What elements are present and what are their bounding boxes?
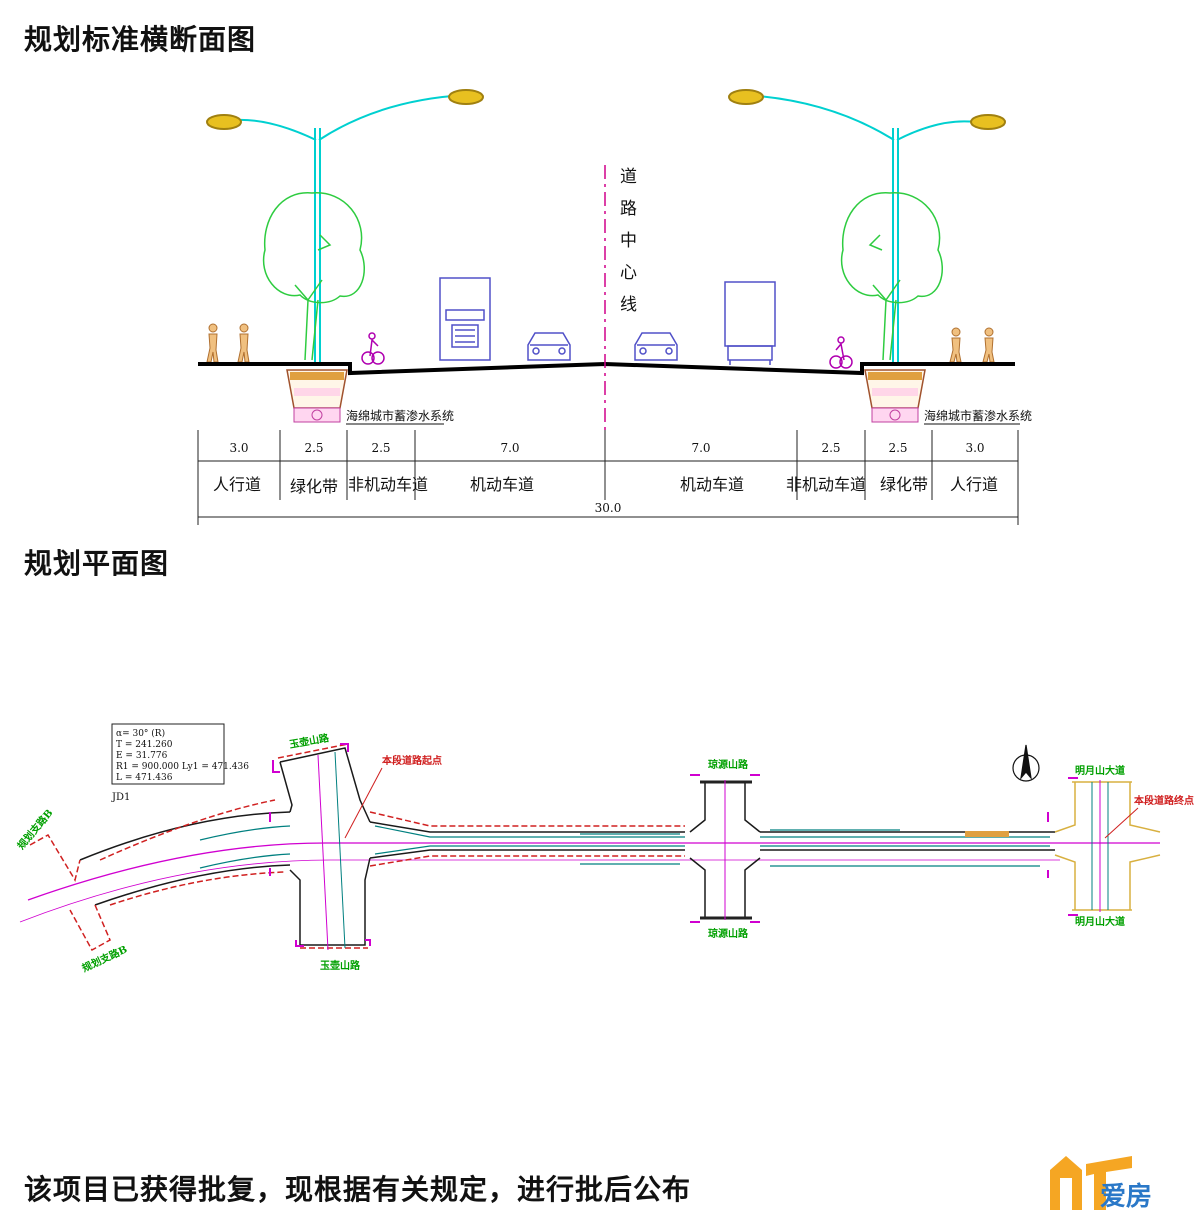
planter-right bbox=[864, 369, 926, 423]
sponge-label-left: 海绵城市蓄渗水系统 bbox=[346, 408, 454, 423]
svg-text:2.5: 2.5 bbox=[304, 441, 323, 455]
svg-text:L = 471.436: L = 471.436 bbox=[116, 773, 173, 783]
end-paving-strip bbox=[965, 831, 1009, 837]
svg-text:JD1: JD1 bbox=[111, 792, 130, 803]
plan-centerline bbox=[27, 842, 1160, 901]
curve-table: α= 30° (R) T = 241.260 E = 31.776 R1 = 9… bbox=[111, 723, 249, 803]
cross-section: 海绵城市蓄渗水系统 海绵城市蓄渗水系统 道 路 中 心 线 bbox=[197, 89, 1032, 525]
svg-text:3.0: 3.0 bbox=[965, 441, 984, 455]
svg-text:路: 路 bbox=[620, 199, 637, 219]
plan-view: α= 30° (R) T = 241.260 E = 31.776 R1 = 9… bbox=[14, 723, 1194, 975]
svg-text:机动车道: 机动车道 bbox=[680, 475, 744, 494]
label-qiong-bottom: 琼源山路 bbox=[708, 927, 749, 940]
north-arrow-icon bbox=[1012, 744, 1040, 782]
plan-title: 规划平面图 bbox=[24, 547, 170, 580]
branch-road bbox=[29, 799, 685, 952]
svg-text:绿化带: 绿化带 bbox=[290, 477, 338, 496]
footer-note: 该项目已获得批复，现根据有关规定，进行批后公布 bbox=[24, 1173, 692, 1206]
svg-text:人行道: 人行道 bbox=[213, 475, 261, 494]
mingyue-intersection bbox=[1054, 780, 1161, 912]
section-markers bbox=[269, 743, 1078, 947]
street-lamp-right bbox=[728, 89, 1006, 362]
pedestrians-right bbox=[949, 327, 995, 363]
svg-text:绿化带: 绿化带 bbox=[880, 475, 928, 494]
truck-right bbox=[724, 281, 776, 365]
label-branch-bottom: 规划支路B bbox=[80, 942, 129, 974]
section-title: 规划标准横断面图 bbox=[24, 23, 257, 56]
leader-lines bbox=[344, 767, 1139, 839]
svg-text:E = 31.776: E = 31.776 bbox=[116, 751, 168, 761]
svg-text:心: 心 bbox=[620, 263, 637, 283]
svg-text:线: 线 bbox=[620, 295, 637, 315]
lane-names: 人行道 绿化带 非机动车道 机动车道 机动车道 非机动车道 绿化带 人行道 bbox=[213, 475, 998, 496]
cyclist-left bbox=[361, 332, 385, 365]
dimension-lines bbox=[197, 430, 1019, 525]
svg-text:非机动车道: 非机动车道 bbox=[348, 475, 428, 494]
car-left bbox=[527, 332, 571, 361]
svg-text:7.0: 7.0 bbox=[691, 441, 710, 455]
truck-left bbox=[439, 277, 491, 361]
svg-text:人行道: 人行道 bbox=[950, 475, 998, 494]
logo-text: 爱房 bbox=[1100, 1182, 1153, 1212]
tree-right bbox=[840, 192, 943, 361]
svg-text:2.5: 2.5 bbox=[888, 441, 907, 455]
width-values: 3.0 2.5 2.5 7.0 7.0 2.5 2.5 3.0 bbox=[229, 441, 984, 455]
label-end-point: 本段道路终点 bbox=[1134, 794, 1194, 807]
svg-text:2.5: 2.5 bbox=[371, 441, 390, 455]
svg-text:非机动车道: 非机动车道 bbox=[786, 475, 866, 494]
main-road-edges bbox=[79, 811, 1055, 906]
label-mingyue-bottom: 明月山大道 bbox=[1075, 915, 1125, 928]
sponge-label-right: 海绵城市蓄渗水系统 bbox=[924, 408, 1032, 423]
tree-left bbox=[262, 192, 365, 361]
car-right bbox=[634, 332, 678, 361]
label-qiong-top: 琼源山路 bbox=[708, 758, 749, 771]
label-start-point: 本段道路起点 bbox=[382, 754, 442, 767]
svg-text:R1 = 900.000 Ly1 = 471.436: R1 = 900.000 Ly1 = 471.436 bbox=[116, 762, 249, 772]
svg-text:3.0: 3.0 bbox=[229, 441, 248, 455]
label-branch-top: 规划支路B bbox=[14, 806, 55, 851]
label-yuhu-bottom: 玉壶山路 bbox=[320, 959, 361, 972]
pedestrians-left bbox=[206, 323, 250, 363]
label-mingyue-top: 明月山大道 bbox=[1075, 764, 1125, 777]
brand-logo-icon bbox=[1050, 1156, 1132, 1210]
svg-text:机动车道: 机动车道 bbox=[470, 475, 534, 494]
planter-left bbox=[286, 369, 348, 423]
svg-text:中: 中 bbox=[620, 231, 637, 251]
cyclist-right bbox=[829, 336, 853, 369]
svg-text:2.5: 2.5 bbox=[821, 441, 840, 455]
main-road-lanes bbox=[199, 825, 1050, 869]
centerline-label: 道 路 中 心 线 bbox=[620, 167, 637, 315]
svg-text:7.0: 7.0 bbox=[500, 441, 519, 455]
svg-text:道: 道 bbox=[620, 167, 637, 187]
qiongyuan-intersection bbox=[689, 780, 761, 920]
total-width: 30.0 bbox=[595, 501, 622, 515]
svg-text:T = 241.260: T = 241.260 bbox=[116, 740, 173, 750]
street-lamp-left bbox=[206, 89, 484, 362]
yuhu-intersection bbox=[277, 743, 371, 951]
svg-text:α= 30° (R): α= 30° (R) bbox=[116, 728, 165, 739]
